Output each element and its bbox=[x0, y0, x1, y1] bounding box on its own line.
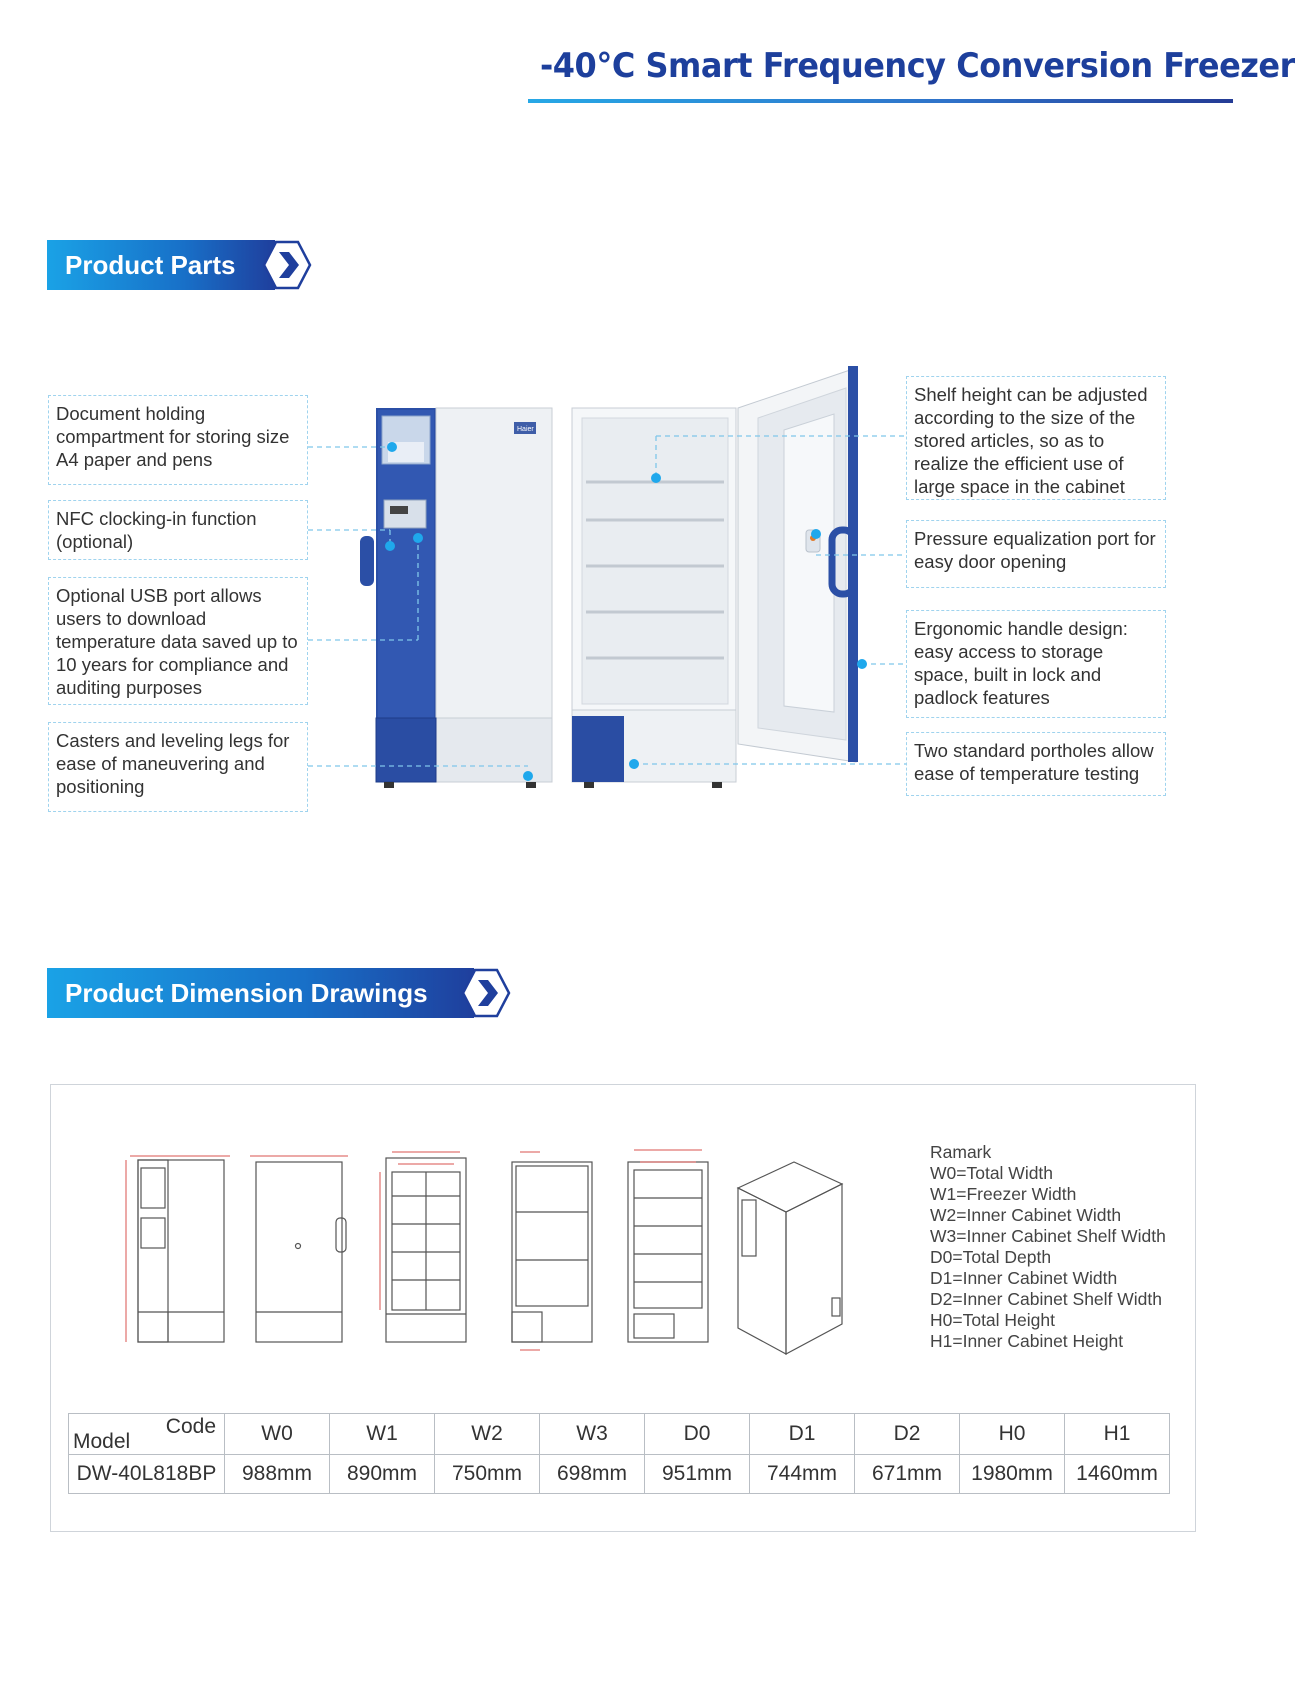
value-cell: 890mm bbox=[329, 1454, 435, 1494]
column-header: W1 bbox=[329, 1413, 435, 1455]
column-header: H0 bbox=[959, 1413, 1065, 1455]
callout-nfc: NFC clocking-in function (optional) bbox=[48, 500, 308, 560]
value-cell: 671mm bbox=[854, 1454, 960, 1494]
table-row: DW-40L818BP 988mm 890mm 750mm 698mm 951m… bbox=[68, 1454, 1170, 1494]
value-cell: 1980mm bbox=[959, 1454, 1065, 1494]
remark-item: D1=Inner Cabinet Width bbox=[930, 1268, 1118, 1288]
value-cell: 744mm bbox=[749, 1454, 855, 1494]
callout-portholes: Two standard portholes allow ease of tem… bbox=[906, 732, 1166, 796]
callout-handle: Ergonomic handle design: easy access to … bbox=[906, 610, 1166, 718]
chevron-right-icon bbox=[461, 968, 511, 1018]
callout-text: Casters and leveling legs for ease of ma… bbox=[56, 730, 290, 797]
table-corner-cell: Code Model bbox=[68, 1413, 225, 1455]
chevron-right-icon bbox=[262, 240, 312, 290]
remark-item: W2=Inner Cabinet Width bbox=[930, 1205, 1122, 1225]
callout-document-compartment: Document holding compartment for storing… bbox=[48, 395, 308, 485]
callout-text: Optional USB port allows users to downlo… bbox=[56, 585, 298, 698]
value-cell: 988mm bbox=[224, 1454, 330, 1494]
section-title-parts: Product Parts bbox=[65, 250, 236, 280]
column-header: D0 bbox=[644, 1413, 750, 1455]
section-title-dimensions: Product Dimension Drawings bbox=[65, 978, 428, 1008]
remarks-heading: Ramark bbox=[930, 1142, 992, 1162]
callout-text: NFC clocking-in function (optional) bbox=[56, 508, 257, 552]
column-header: W0 bbox=[224, 1413, 330, 1455]
value-cell: 750mm bbox=[434, 1454, 540, 1494]
callout-usb-port: Optional USB port allows users to downlo… bbox=[48, 577, 308, 705]
callout-text: Pressure equalization port for easy door… bbox=[914, 528, 1156, 572]
dimension-panel bbox=[50, 1084, 1196, 1532]
column-header: D1 bbox=[749, 1413, 855, 1455]
section-banner-parts: Product Parts bbox=[47, 240, 275, 290]
callout-text: Document holding compartment for storing… bbox=[56, 403, 290, 470]
freezer-illustration: Haier bbox=[308, 366, 906, 788]
table-header-row: Code Model W0 W1 W2 W3 D0 D1 D2 H0 H1 bbox=[68, 1413, 1170, 1455]
page-title: -40°C Smart Frequency Conversion Freezer bbox=[540, 46, 1295, 86]
model-cell: DW-40L818BP bbox=[68, 1454, 225, 1494]
section-banner-dimensions: Product Dimension Drawings bbox=[47, 968, 474, 1018]
corner-code-label: Code bbox=[165, 1415, 216, 1438]
value-cell: 698mm bbox=[539, 1454, 645, 1494]
callout-casters: Casters and leveling legs for ease of ma… bbox=[48, 722, 308, 812]
title-underline bbox=[528, 99, 1233, 103]
remark-item: D2=Inner Cabinet Shelf Width bbox=[930, 1289, 1163, 1309]
corner-model-label: Model bbox=[73, 1430, 131, 1453]
callout-text: Two standard portholes allow ease of tem… bbox=[914, 740, 1154, 784]
technical-drawings bbox=[125, 1149, 844, 1356]
remark-item: H0=Total Height bbox=[930, 1310, 1056, 1330]
callout-text: Ergonomic handle design: easy access to … bbox=[914, 618, 1128, 708]
remark-item: W0=Total Width bbox=[930, 1163, 1054, 1183]
remark-item: W1=Freezer Width bbox=[930, 1184, 1077, 1204]
remark-item: H1=Inner Cabinet Height bbox=[930, 1331, 1124, 1351]
remark-item: W3=Inner Cabinet Shelf Width bbox=[930, 1226, 1166, 1246]
column-header: D2 bbox=[854, 1413, 960, 1455]
value-cell: 951mm bbox=[644, 1454, 750, 1494]
callout-text: Shelf height can be adjusted according t… bbox=[914, 384, 1148, 497]
callout-pressure-port: Pressure equalization port for easy door… bbox=[906, 520, 1166, 588]
value-cell: 1460mm bbox=[1064, 1454, 1170, 1494]
callout-shelf-height: Shelf height can be adjusted according t… bbox=[906, 376, 1166, 500]
remarks-legend: Ramark W0=Total Width W1=Freezer Width W… bbox=[930, 1142, 1166, 1352]
column-header: H1 bbox=[1064, 1413, 1170, 1455]
brand-logo: Haier bbox=[517, 426, 534, 433]
column-header: W3 bbox=[539, 1413, 645, 1455]
dimensions-table: Code Model W0 W1 W2 W3 D0 D1 D2 H0 H1 DW… bbox=[68, 1413, 1170, 1494]
column-header: W2 bbox=[434, 1413, 540, 1455]
remark-item: D0=Total Depth bbox=[930, 1247, 1052, 1267]
